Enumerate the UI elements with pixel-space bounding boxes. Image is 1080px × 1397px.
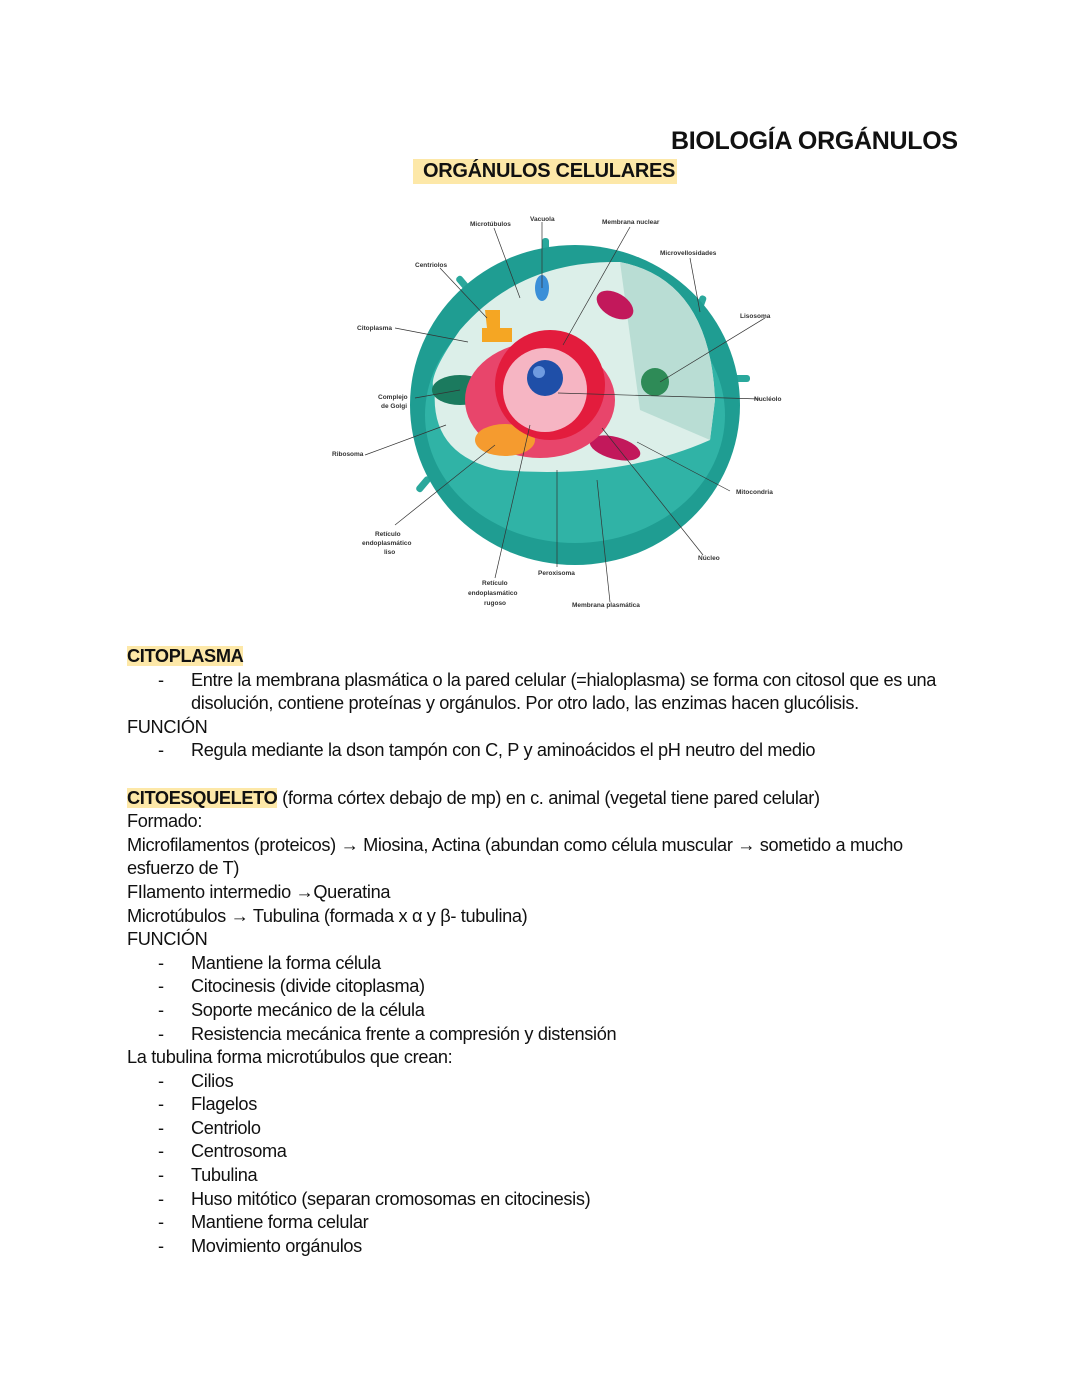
label-rel-2: endoplasmático (362, 540, 412, 547)
text-line: Microtúbulos → Tubulina (formada x α y β… (127, 905, 528, 926)
leader-lines (364, 222, 766, 603)
smooth-er (475, 424, 535, 456)
citoplasma-heading: CITOPLASMA (127, 646, 244, 666)
tubulina-intro: La tubulina forma microtúbulos que crean… (127, 1047, 453, 1068)
label-nucleolo: Nucléolo (754, 396, 781, 403)
label-lisosoma: Lisosoma (740, 313, 771, 320)
mitochondrion (596, 290, 634, 320)
label-peroxisoma: Peroxisoma (538, 570, 575, 577)
list-item: -Citocinesis (divide citoplasma) (158, 976, 425, 997)
list-item: -Tubulina (158, 1165, 258, 1186)
label-citoplasma: Citoplasma (357, 325, 392, 332)
label-vacuola: Vacuola (530, 216, 555, 223)
label-golgi-2: de Golgi (381, 403, 407, 410)
list-item: -Mantiene forma celular (158, 1212, 369, 1233)
label-nucleo: Núcleo (698, 555, 720, 562)
label-membrana-plasmatica: Membrana plasmática (572, 602, 640, 609)
label-microtubulos: Microtúbulos (470, 221, 511, 228)
section-subtitle: ORGÁNULOS CELULARES (413, 159, 678, 184)
label-rer-3: rugoso (484, 600, 506, 607)
list-item: -Centrosoma (158, 1141, 287, 1162)
centriole (482, 310, 512, 342)
citoesqueleto-heading-line: CITOESQUELETO (forma córtex debajo de mp… (127, 787, 820, 808)
label-microvellosidades: Microvellosidades (660, 250, 717, 257)
mitochondrion (589, 435, 641, 461)
label-centriolos: Centriolos (415, 262, 448, 269)
label-golgi: Complejo (378, 394, 408, 401)
list-item: -Huso mitótico (separan cromosomas en ci… (158, 1188, 591, 1209)
funcion-label: FUNCIÓN (127, 716, 208, 737)
page-title: BIOLOGÍA ORGÁNULOS (671, 127, 958, 155)
list-item: -Resistencia mecánica frente a compresió… (158, 1023, 617, 1044)
document-body: CITOPLASMA -Entre la membrana plasmática… (127, 645, 967, 1258)
label-ribosoma: Ribosoma (332, 451, 364, 458)
list-item: -Cilios (158, 1070, 234, 1091)
list-item: -Soporte mecánico de la célula (158, 999, 425, 1020)
label-rel: Retículo (375, 531, 401, 538)
formado-label: Formado: (127, 811, 203, 832)
list-item: -Centriolo (158, 1117, 261, 1138)
list-item: -Flagelos (158, 1094, 257, 1115)
text-line: FIlamento intermedio →Queratina (127, 881, 391, 902)
text-line: esfuerzo de T) (127, 858, 240, 879)
list-item: -Mantiene la forma célula (158, 952, 381, 973)
citoesqueleto-heading: CITOESQUELETO (127, 787, 278, 808)
label-rel-3: liso (384, 549, 395, 556)
lysosome (641, 368, 669, 396)
list-item: -Regula mediante la dson tampón con C, P… (158, 740, 816, 761)
list-item: -Entre la membrana plasmática o la pared… (158, 669, 937, 714)
label-membrana-nuclear: Membrana nuclear (602, 219, 660, 226)
nucleolus (527, 360, 563, 396)
label-rer: Retículo (482, 580, 508, 587)
animal-cell-diagram: Microtúbulos Vacuola Membrana nuclear Mi… (332, 216, 781, 609)
text-line: Microfilamentos (proteicos) → Miosina, A… (127, 834, 903, 855)
label-rer-2: endoplasmático (468, 590, 518, 597)
label-mitocondria: Mitocondria (736, 489, 773, 496)
list-item: -Movimiento orgánulos (158, 1235, 362, 1256)
funcion-label: FUNCIÓN (127, 929, 208, 950)
